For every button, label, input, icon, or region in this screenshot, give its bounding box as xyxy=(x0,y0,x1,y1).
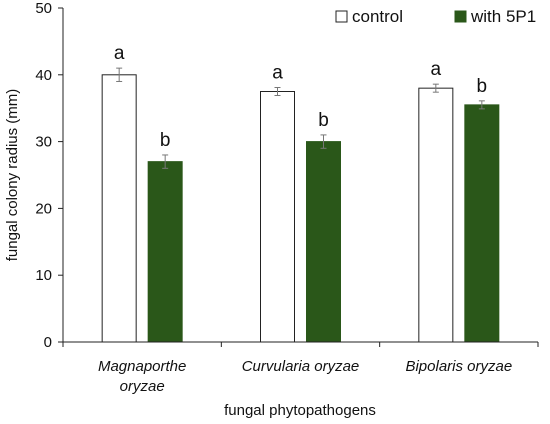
legend-swatch xyxy=(454,10,467,23)
category-labels: Magnaporthe oryzae Curvularia oryzae Bipola… xyxy=(98,358,512,395)
bar xyxy=(464,104,500,343)
bar xyxy=(418,87,454,343)
significance-label: b xyxy=(160,130,171,151)
legend-label: control xyxy=(352,7,403,26)
category-label: oryzae xyxy=(120,378,165,395)
bars xyxy=(101,74,500,343)
significance-label: b xyxy=(318,110,329,131)
legend: control with 5P1 xyxy=(335,7,536,26)
significance-label: a xyxy=(272,62,283,83)
y-tick-label: 10 xyxy=(35,267,52,284)
significance-label: a xyxy=(114,43,125,64)
bar xyxy=(101,74,137,343)
category-label: Magnaporthe xyxy=(98,358,186,375)
x-axis-title: fungal phytopathogens xyxy=(224,402,376,419)
category-label: Bipolaris oryzae xyxy=(405,358,512,375)
bar xyxy=(260,91,295,343)
bar xyxy=(306,141,341,343)
y-tick-label: 30 xyxy=(35,134,52,151)
axes xyxy=(62,8,539,347)
y-tick-label: 50 xyxy=(35,0,52,17)
legend-label: with 5P1 xyxy=(470,7,536,26)
y-tick-label: 40 xyxy=(35,67,52,84)
y-axis-title: fungal colony radius (mm) xyxy=(4,89,21,262)
y-axis-ticks: 0 10 20 30 40 50 xyxy=(35,0,63,351)
y-tick-label: 0 xyxy=(44,334,52,351)
significance-label: a xyxy=(431,59,442,80)
significance-label: b xyxy=(477,76,488,97)
category-label: Curvularia oryzae xyxy=(242,358,360,375)
error-bars xyxy=(116,67,485,169)
legend-swatch xyxy=(335,10,348,23)
bar xyxy=(147,161,183,343)
significance-labels: a b a b a b xyxy=(114,43,487,151)
y-tick-label: 20 xyxy=(35,200,52,217)
